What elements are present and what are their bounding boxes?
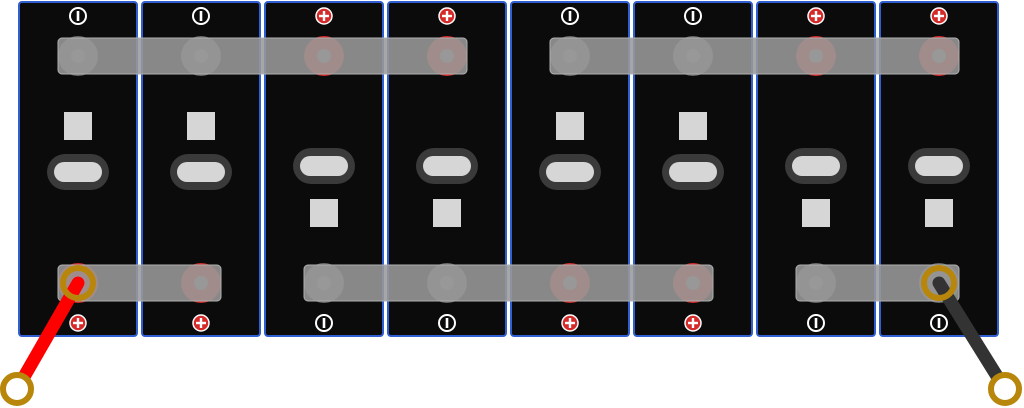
plus-icon-v: [76, 318, 80, 328]
cell-marker-square: [679, 112, 707, 140]
minus-icon: [69, 7, 87, 25]
plus-icon: [315, 7, 333, 25]
minus-icon: [561, 7, 579, 25]
minus-icon-bar: [568, 11, 572, 21]
plus-icon: [561, 314, 579, 332]
cable-lug-terminal-end: [60, 265, 96, 301]
busbar: [795, 264, 960, 302]
plus-icon: [807, 7, 825, 25]
cell-marker-square: [433, 199, 461, 227]
minus-icon-bar: [937, 318, 941, 328]
plus-icon-v: [814, 11, 818, 21]
minus-icon-bar: [199, 11, 203, 21]
minus-icon-bar: [76, 11, 80, 21]
cell-marker-square: [556, 112, 584, 140]
cable-lug-terminal-end: [921, 265, 957, 301]
cell-marker-square: [310, 199, 338, 227]
plus-icon-v: [691, 318, 695, 328]
minus-icon-bar: [814, 318, 818, 328]
plus-icon-v: [937, 11, 941, 21]
minus-icon: [438, 314, 456, 332]
cable-wire: [932, 276, 1012, 396]
vent-pill: [792, 156, 840, 176]
cell-marker-square: [925, 199, 953, 227]
vent-pill: [423, 156, 471, 176]
plus-icon-v: [445, 11, 449, 21]
minus-icon: [930, 314, 948, 332]
cable-lug-free-end: [0, 372, 34, 406]
cable-lug-free-end: [988, 372, 1022, 406]
negative-output-cable: [921, 265, 1022, 406]
busbars-group: [57, 37, 960, 302]
busbar: [549, 37, 960, 75]
plus-icon: [192, 314, 210, 332]
cable-wire: [10, 276, 85, 396]
minus-icon-bar: [691, 11, 695, 21]
cell-marker-square: [802, 199, 830, 227]
minus-icon: [192, 7, 210, 25]
vent-pill: [300, 156, 348, 176]
plus-icon-v: [322, 11, 326, 21]
plus-icon: [930, 7, 948, 25]
plus-icon: [684, 314, 702, 332]
cell-marker-square: [64, 112, 92, 140]
plus-icon: [438, 7, 456, 25]
cables-group: [0, 265, 1022, 406]
vent-pill: [546, 162, 594, 182]
plus-icon-v: [568, 318, 572, 328]
minus-icon: [684, 7, 702, 25]
busbar: [57, 264, 222, 302]
cell-marker-square: [187, 112, 215, 140]
vent-pill: [177, 162, 225, 182]
minus-icon-bar: [445, 318, 449, 328]
vent-pill: [54, 162, 102, 182]
plus-icon-v: [199, 318, 203, 328]
minus-icon-bar: [322, 318, 326, 328]
minus-icon: [315, 314, 333, 332]
busbar: [57, 37, 468, 75]
minus-icon: [807, 314, 825, 332]
vent-pill: [669, 162, 717, 182]
busbar: [303, 264, 714, 302]
plus-icon: [69, 314, 87, 332]
positive-output-cable: [0, 265, 96, 406]
vent-pill: [915, 156, 963, 176]
